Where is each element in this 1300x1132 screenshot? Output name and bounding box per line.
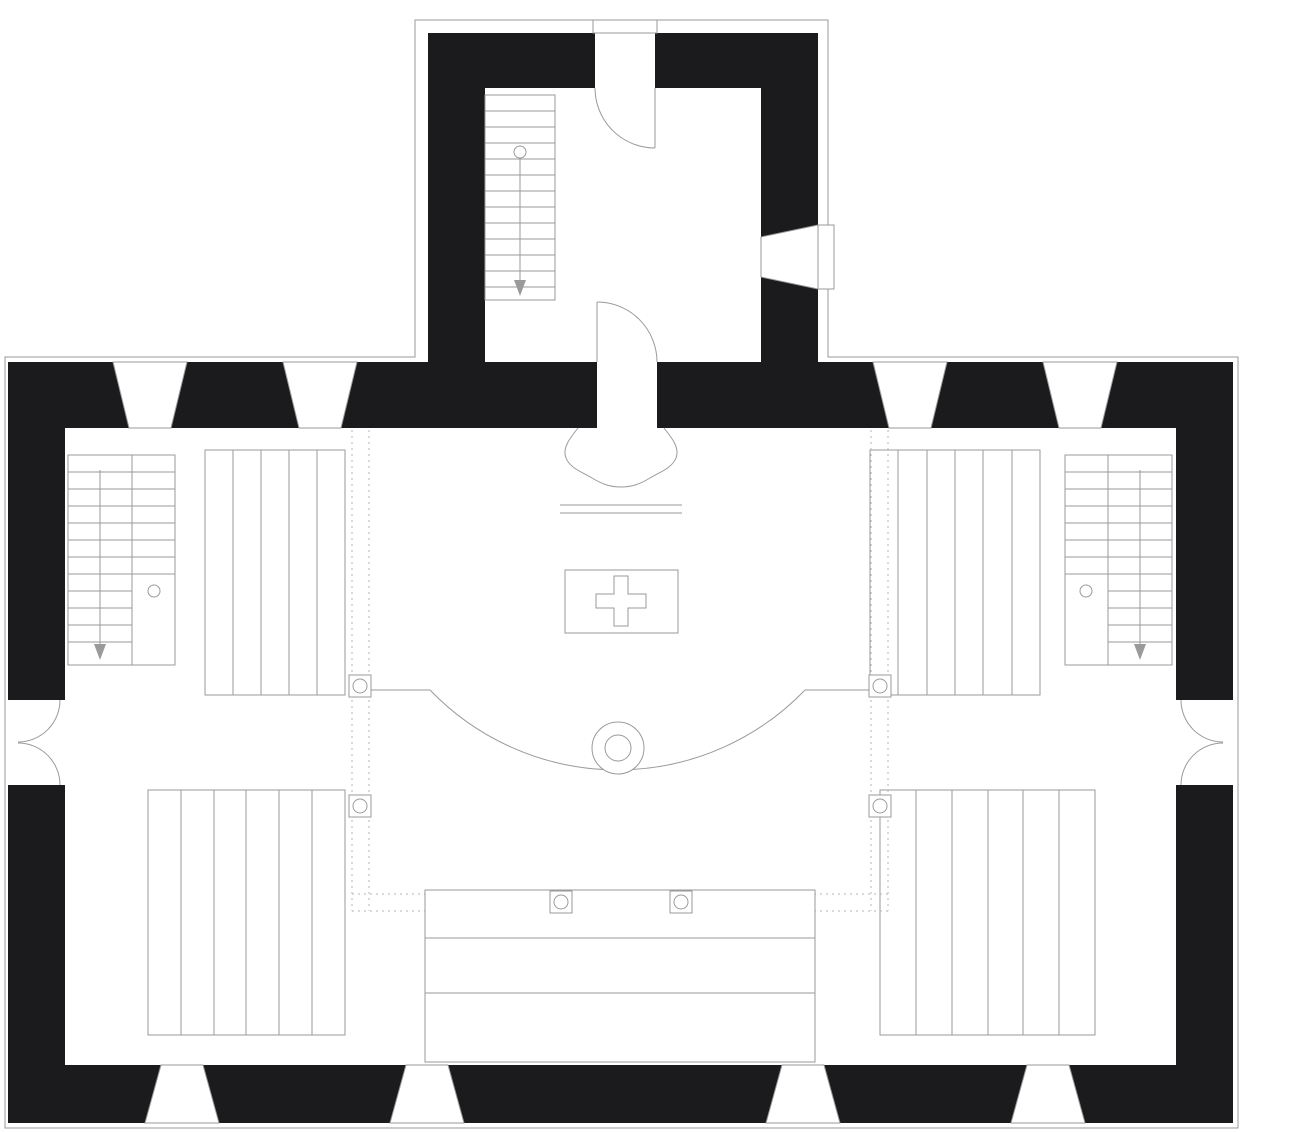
altar-table: [564, 569, 679, 634]
stair-left-start-node: [147, 584, 161, 598]
stair-right-outline: [1064, 454, 1173, 666]
stair-left-outline: [67, 454, 176, 666]
stair-tower: [484, 94, 556, 301]
right-door-swing-bottom: [1180, 742, 1224, 786]
exterior-outline: [4, 19, 1239, 1129]
window-top-1: [112, 361, 188, 429]
window-top-4: [1042, 361, 1118, 429]
stair-right-down-arrow: [1134, 644, 1146, 660]
wall-tower-right: [761, 33, 818, 367]
gallery-dashed-outline: [351, 430, 889, 912]
window-bottom-3: [765, 1064, 841, 1124]
stair-right-treads: [1065, 471, 1172, 643]
gallery-column: [348, 674, 372, 698]
gallery-column: [348, 794, 372, 818]
window-top-2: [282, 361, 358, 429]
tower-window-recess: [817, 224, 835, 290]
stair-left-down-arrow: [94, 644, 106, 660]
window-bottom-2: [389, 1064, 465, 1124]
stair-right-start-node: [1079, 584, 1093, 598]
altar-cross-icon: [595, 575, 647, 627]
font-inner-ring: [604, 734, 632, 762]
gallery-column: [669, 890, 693, 914]
stair-right: [1064, 454, 1173, 666]
stair-left: [67, 454, 176, 666]
tower-nave-door-opening: [597, 362, 657, 428]
stair-tower-outline: [484, 94, 556, 301]
pews-upper-left: [204, 449, 346, 696]
door-layer: [8, 19, 1233, 786]
window-top-3: [872, 361, 948, 429]
pews-upper-right-rows: [897, 450, 1013, 695]
baptismal-font: [591, 721, 645, 775]
stair-left-treads: [68, 471, 175, 643]
pews-upper-left-outline: [204, 449, 346, 696]
gallery-column: [868, 674, 892, 698]
tower-exterior-door-opening: [595, 33, 655, 88]
gallery-column: [549, 890, 573, 914]
stair-tower-start-node: [513, 145, 527, 159]
outline-layer: [4, 19, 1239, 1129]
right-door-swing-top: [1180, 699, 1224, 743]
right-door-opening: [1176, 700, 1233, 785]
organ-gallery-outline: [424, 889, 816, 1063]
pews-lower-left: [147, 789, 346, 1036]
pews-lower-left-rows: [180, 790, 313, 1035]
pulpit: [560, 427, 682, 514]
left-door-swing-bottom: [17, 742, 61, 786]
tower-nave-door-swing: [596, 301, 658, 363]
pews-upper-right: [869, 449, 1041, 696]
window-bottom-1: [144, 1064, 220, 1124]
left-door-opening: [8, 700, 65, 785]
pulpit-outline: [564, 427, 678, 488]
tower-exterior-door-swing: [594, 87, 656, 149]
gallery-columns: [348, 674, 892, 914]
pews-lower-right: [879, 789, 1096, 1036]
pews-upper-left-rows: [232, 450, 318, 695]
font-outer-ring: [591, 721, 645, 775]
pews-lower-right-rows: [915, 790, 1060, 1035]
tower-exterior-door-step: [592, 19, 658, 34]
window-tower-right: [760, 224, 819, 290]
wall-tower-left: [428, 33, 485, 367]
window-bottom-4: [1010, 1064, 1086, 1124]
stair-tower-down-arrow: [514, 280, 526, 296]
organ-gallery: [424, 889, 816, 1063]
altar: [564, 569, 679, 634]
left-door-swing-top: [17, 699, 61, 743]
window-layer: [112, 224, 1118, 1124]
gallery-column: [868, 794, 892, 818]
